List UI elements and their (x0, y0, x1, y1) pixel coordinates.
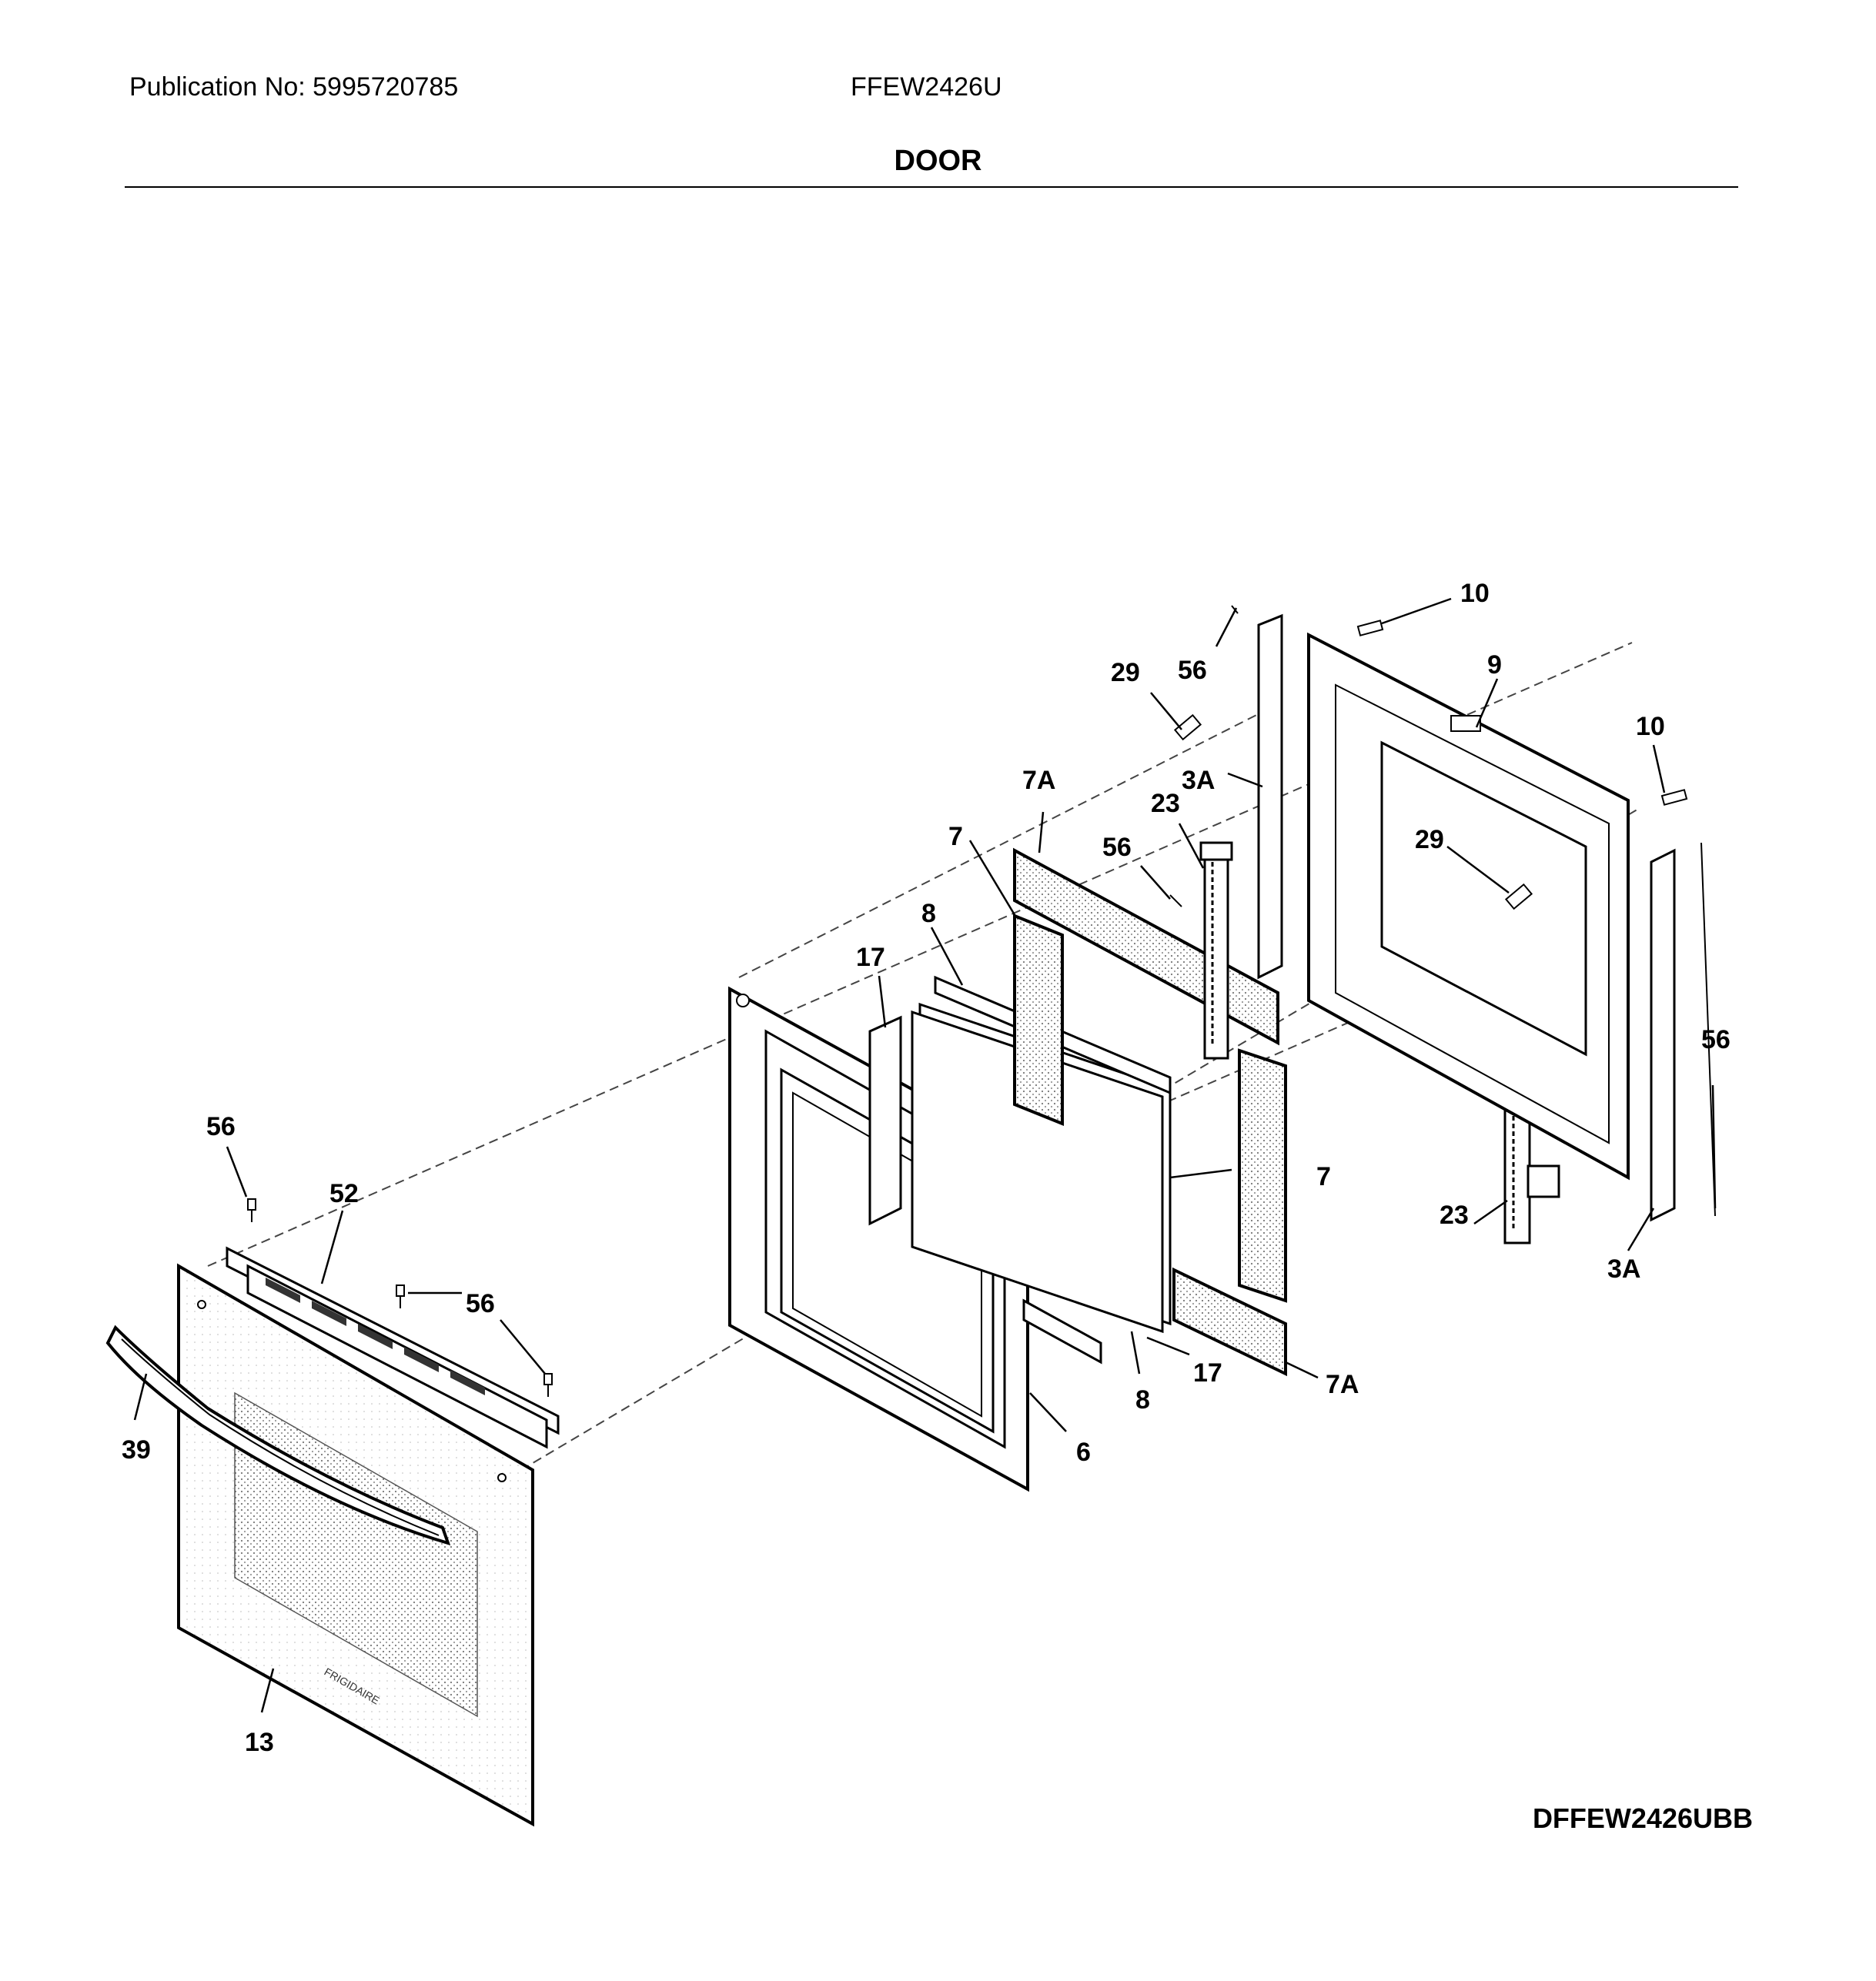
callout-39: 39 (122, 1435, 151, 1465)
callout-7-right: 7 (1316, 1162, 1331, 1191)
callout-29-mid: 29 (1415, 825, 1444, 854)
leader-lines (133, 597, 1717, 1713)
model-number: FFEW2426U (851, 72, 1002, 102)
callout-7A-top: 7A (1022, 766, 1055, 795)
callout-10-right: 10 (1636, 712, 1665, 741)
callout-8-bottom: 8 (1135, 1385, 1150, 1415)
callout-17-top: 17 (856, 943, 885, 972)
callout-23-right: 23 (1440, 1201, 1469, 1230)
callout-23-left: 23 (1151, 789, 1180, 818)
callout-56-front: 56 (466, 1289, 495, 1318)
insulation-7 (1013, 914, 1287, 1303)
title-rule (125, 186, 1738, 188)
channel-3A-left (1257, 613, 1283, 980)
inner-liner-9 (1307, 632, 1630, 1181)
channel-3A-right (1650, 848, 1676, 1222)
callout-9: 9 (1487, 650, 1502, 680)
callout-3A-right: 3A (1607, 1254, 1640, 1284)
callout-13: 13 (245, 1728, 274, 1757)
callout-10-top: 10 (1460, 579, 1490, 608)
callout-6: 6 (1076, 1438, 1091, 1467)
callout-56-right: 56 (1701, 1025, 1731, 1054)
callout-56-mid: 56 (1102, 833, 1132, 862)
callout-8-top: 8 (921, 899, 936, 928)
diagram-code: DFFEW2426UBB (1532, 1802, 1753, 1834)
bracket-17 (868, 1015, 1102, 1365)
fasteners-upper (1169, 605, 1716, 1217)
callout-52: 52 (329, 1179, 359, 1208)
callout-labels: 10 9 10 29 56 3A 23 29 56 7A 7 8 17 56 5… (122, 579, 1731, 1757)
callout-3A-left: 3A (1182, 766, 1215, 795)
callout-29-top: 29 (1111, 658, 1140, 687)
callout-7-top: 7 (948, 822, 963, 851)
vent-strip (226, 1246, 560, 1449)
callout-56-top: 56 (1178, 656, 1207, 685)
door-handle (105, 1325, 451, 1546)
screws-56-front (247, 1198, 553, 1397)
callout-56-left: 56 (206, 1112, 236, 1141)
hinge-23-left (1199, 841, 1233, 1060)
page-title: DOOR (894, 145, 982, 177)
callout-17-bottom: 17 (1193, 1358, 1222, 1388)
callout-7A-bottom: 7A (1326, 1370, 1359, 1399)
publication-number: Publication No: 5995720785 (129, 72, 459, 102)
